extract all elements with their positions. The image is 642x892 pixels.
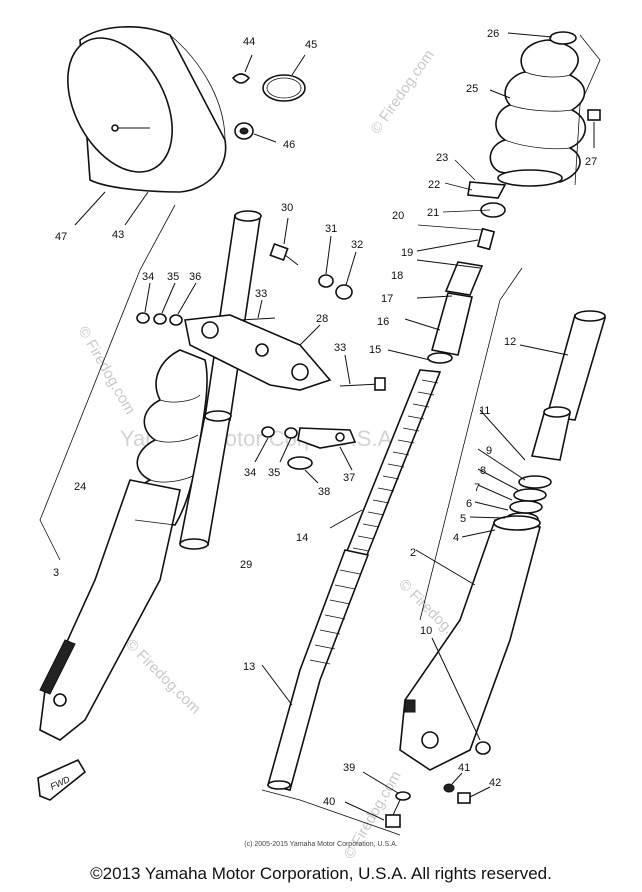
- watermark-firedog-2: © Firedog.com: [367, 47, 437, 138]
- part-31-nut: [318, 235, 334, 288]
- parts-34-35-36: [136, 282, 197, 326]
- label-2: 2: [410, 547, 416, 559]
- label-11: 11: [479, 405, 490, 417]
- small-copyright: (c) 2005-2015 Yamaha Motor Corporation, …: [244, 841, 398, 848]
- label-35b: 35: [268, 467, 280, 479]
- label-41: 41: [458, 762, 470, 774]
- part-40-bolt: [344, 799, 401, 828]
- label-29: 29: [240, 559, 252, 571]
- part-41-washer: [443, 772, 463, 793]
- label-28: 28: [316, 313, 328, 325]
- part-32-nut: [335, 251, 357, 300]
- label-34b: 34: [244, 467, 256, 479]
- part-10-washer: [475, 741, 491, 755]
- label-36: 36: [189, 271, 201, 283]
- label-30: 30: [281, 202, 293, 214]
- label-6: 6: [466, 498, 472, 510]
- label-10: 10: [420, 625, 432, 637]
- part-45-ring: [262, 74, 306, 102]
- label-39: 39: [343, 762, 355, 774]
- part-46-grommet: [234, 122, 277, 143]
- label-46: 46: [283, 139, 295, 151]
- label-14: 14: [296, 532, 308, 544]
- label-47: 47: [55, 231, 67, 243]
- callout-labels: 44 45 46 47 43 30 31 32 34 35 36 33 28 3…: [53, 28, 597, 808]
- parts-34-35-lower: [254, 426, 298, 463]
- label-18: 18: [391, 270, 403, 282]
- label-17: 17: [381, 293, 393, 305]
- watermark-firedog-3: © Firedog.com: [75, 324, 139, 418]
- label-20: 20: [392, 210, 404, 222]
- forward-arrow-icon: FWD: [37, 758, 87, 801]
- part-27-bolt: [587, 109, 601, 148]
- label-27: 27: [585, 156, 597, 168]
- label-8: 8: [480, 465, 486, 477]
- part-39-washer: [362, 771, 411, 801]
- label-38: 38: [318, 486, 330, 498]
- label-43: 43: [112, 229, 124, 241]
- right-boot-assembly: [489, 31, 587, 187]
- label-33b: 33: [334, 342, 346, 354]
- part-38-grommet: [287, 456, 319, 484]
- label-24: 24: [74, 481, 86, 493]
- part-42-bolt: [457, 786, 491, 804]
- label-31: 31: [325, 223, 337, 235]
- part-30-bolt: [269, 217, 299, 266]
- label-33: 33: [255, 288, 267, 300]
- right-fork-assembly: [399, 310, 607, 771]
- label-7: 7: [474, 482, 480, 494]
- part-37-bracket: [297, 427, 357, 471]
- label-25: 25: [466, 83, 478, 95]
- label-21: 21: [427, 207, 439, 219]
- watermark-firedog-4: © Firedog.com: [122, 636, 204, 718]
- label-3: 3: [53, 567, 59, 579]
- label-12: 12: [504, 336, 516, 348]
- part-33-bolt-upper: [239, 299, 276, 321]
- part-44-clip: [231, 54, 253, 84]
- label-13: 13: [243, 661, 255, 673]
- label-40: 40: [323, 796, 335, 808]
- label-23: 23: [436, 152, 448, 164]
- copyright-footer: ©2013 Yamaha Motor Corporation, U.S.A. A…: [90, 864, 552, 883]
- label-16: 16: [377, 316, 389, 328]
- label-22: 22: [428, 179, 440, 191]
- center-spring-assembly: [267, 181, 507, 791]
- label-9: 9: [486, 445, 492, 457]
- left-fork-assembly: [39, 210, 332, 741]
- label-35: 35: [167, 271, 179, 283]
- headlight-shell: [67, 26, 227, 193]
- label-4: 4: [453, 532, 459, 544]
- part-33-bolt-lower: [339, 354, 386, 391]
- label-19: 19: [401, 247, 413, 259]
- label-45: 45: [305, 39, 317, 51]
- label-5: 5: [460, 513, 466, 525]
- label-32: 32: [351, 239, 363, 251]
- label-26: 26: [487, 28, 499, 40]
- label-15: 15: [369, 344, 381, 356]
- label-42: 42: [489, 777, 501, 789]
- label-37: 37: [343, 472, 355, 484]
- label-44: 44: [243, 36, 255, 48]
- label-34: 34: [142, 271, 154, 283]
